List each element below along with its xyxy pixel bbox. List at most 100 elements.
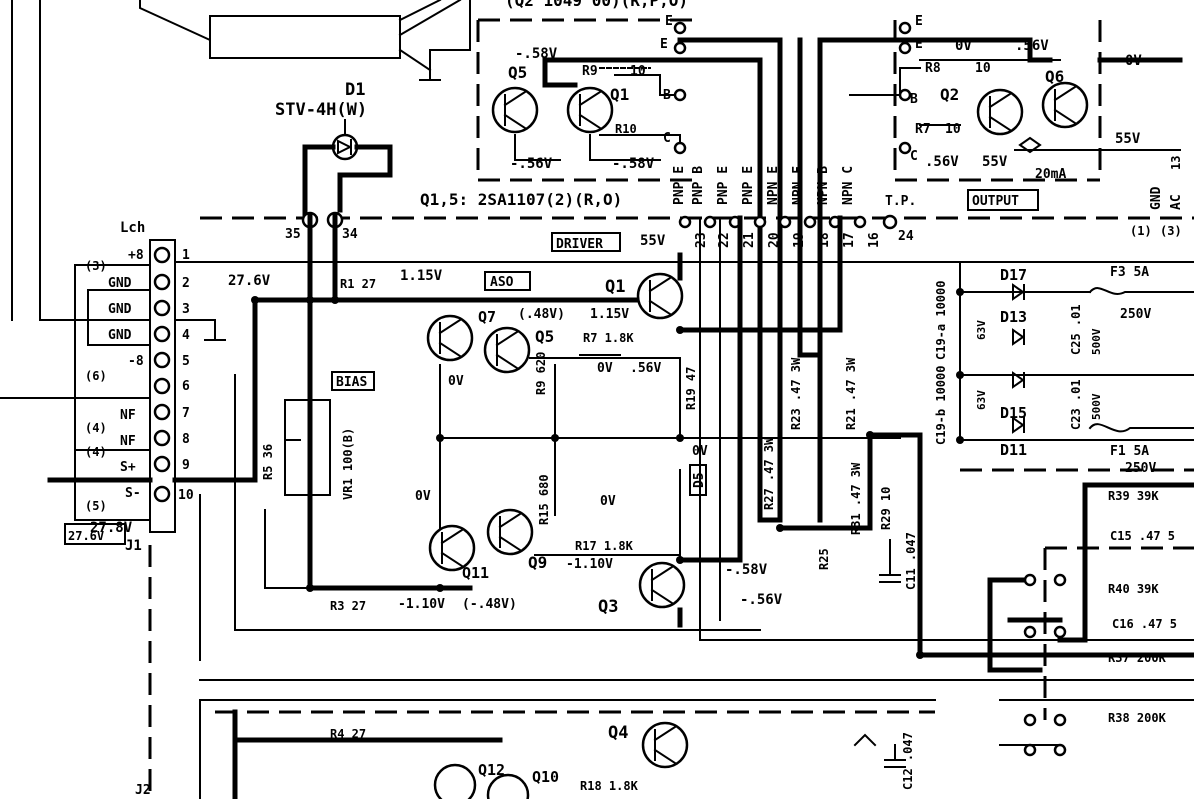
v-55c: 55V [640, 233, 666, 249]
c23-label: C23 .01 [1069, 379, 1083, 430]
gnd-vertical: GND [1149, 186, 1164, 210]
q5-driver-label: Q5 [535, 327, 554, 346]
pin-num-6: 6 [182, 379, 190, 394]
term-num-18: 18 [817, 232, 832, 248]
r5-label: R5 36 [261, 444, 275, 480]
v-neg48: (-.48V) [462, 597, 517, 612]
term-right-1: (1) [1130, 224, 1152, 238]
pin-label-10: S- [125, 486, 141, 501]
q9-symbol [486, 508, 534, 556]
j2-label: J2 [135, 783, 151, 798]
pin-label-2: GND [108, 276, 132, 291]
driver-label: DRIVER [556, 237, 603, 252]
d5-box [689, 464, 707, 496]
v-48: (.48V) [518, 307, 565, 322]
r19-label: R19 47 [684, 367, 698, 410]
pin-num-9: 9 [182, 458, 190, 473]
v-neg110: -1.10V [566, 557, 613, 572]
ac-vertical: AC [1169, 194, 1184, 210]
term-right-3: (3) [1160, 224, 1182, 238]
f3-label: F3 5A [1110, 265, 1149, 280]
v-0f: 0V [600, 494, 616, 509]
term-num-21: 21 [742, 232, 757, 248]
j1-connector: Lch J1 +8 GND GND GND -8 NF NF S+ S- 1 2… [47, 220, 258, 554]
ebc-left: E E B C [660, 14, 687, 155]
output-left: Q5 -.58V Q1 R9 10 R10 -.56V -.58V [491, 37, 783, 523]
q1-q5-part-label: Q1,5: 2SA1107(2)(R,O) [420, 190, 622, 209]
pin-num-5: 5 [182, 354, 190, 369]
q1-driver-symbol [636, 272, 684, 320]
r29-label: R29 10 [879, 487, 893, 530]
q4-label: Q4 [608, 723, 628, 743]
c16-label: C16 .47 5 [1112, 617, 1177, 631]
r8-value: 10 [975, 61, 991, 76]
q1-top-symbol [566, 86, 614, 134]
output-label: OUTPUT [972, 194, 1019, 209]
f1-label: F1 5A [1110, 444, 1149, 459]
q11-label: Q11 [462, 564, 489, 582]
term-num-16: 16 [867, 232, 882, 248]
pin-label-4: GND [108, 328, 132, 343]
q10-label: Q10 [532, 768, 559, 786]
d17-label: D17 [1000, 266, 1027, 284]
ebc-left-e2: E [660, 37, 668, 52]
ebc-right-c: C [910, 149, 918, 164]
side-tag-6: (6) [85, 369, 107, 383]
v-neg110b: -1.10V [398, 597, 445, 612]
side-tag-4b: (4) [85, 445, 107, 459]
v-278-box [64, 523, 126, 545]
c19a-label: C19-a 10000 [934, 281, 948, 360]
d15-label: D15 [1000, 404, 1027, 422]
c19b-label: C19-b 10000 [934, 366, 948, 445]
r25-label: R25 [817, 548, 831, 570]
q3-label: Q3 [598, 597, 618, 617]
pin-num-4: 4 [182, 328, 190, 343]
q6-label: Q6 [1045, 67, 1064, 86]
ebc-right: E E B C [898, 14, 923, 164]
term-pnp-e1: PNP E [672, 166, 687, 205]
q6-symbol [1041, 81, 1089, 129]
v-115: 1.15V [400, 268, 443, 284]
r39-label: R39 39K [1108, 489, 1159, 503]
tp-number: 24 [898, 229, 914, 244]
pin-num-8: 8 [182, 432, 190, 447]
pin-num-7: 7 [182, 406, 190, 421]
r23-label: R23 .47 3W [789, 357, 803, 430]
ebc-left-b: B [663, 88, 671, 103]
side-tag-4a: (4) [85, 421, 107, 435]
v-neg58c: -.58V [725, 562, 768, 578]
term-num-20: 20 [767, 232, 782, 248]
left-dashed-box [476, 18, 700, 182]
term-npn-e2: NPN E [791, 166, 806, 205]
c25-label: C25 .01 [1069, 304, 1083, 355]
r9-driver-label: R9 620 [534, 352, 548, 395]
driver-box [551, 232, 621, 252]
term-pnp-b: PNP B [691, 166, 706, 205]
junction-dots [251, 288, 964, 659]
r9-label: R9 [582, 64, 598, 79]
relay-network: R39 39K C15 .47 5 R40 39K C16 .47 5 R37 … [960, 468, 1194, 757]
v-0c: 0V [597, 361, 613, 376]
driver-circuit: 27.6V R1 27 1.15V ASO DRIVER 55V Q1 Q7 (… [174, 212, 1194, 661]
term-npn-c: NPN C [841, 166, 856, 205]
v63-a: 63V [975, 320, 988, 340]
d1-led: D1 STV-4H(W) [275, 80, 393, 218]
r9-value: 10 [630, 64, 646, 79]
top-partial-label: (Q2 1049 00)(R,P,O) [505, 0, 688, 10]
pin-label-7: NF [120, 408, 136, 423]
ebc-right-b: B [910, 92, 918, 107]
r1-label: R1 27 [340, 277, 376, 291]
r10-label: R10 [615, 122, 637, 136]
term-35: 35 [285, 227, 301, 242]
q5-symbol [491, 86, 539, 134]
term-pnp-e3: PNP E [741, 166, 756, 205]
r17-label: R17 1.8K [575, 539, 634, 553]
q12-label: Q12 [478, 761, 505, 779]
q9-label: Q9 [528, 553, 547, 572]
term-right-13: 13 [1169, 156, 1183, 170]
r27-label: R27 .47 3W [762, 437, 776, 510]
right-dashed-box [893, 20, 1102, 182]
bias-box [331, 371, 375, 391]
left-edge-lines [0, 0, 151, 399]
